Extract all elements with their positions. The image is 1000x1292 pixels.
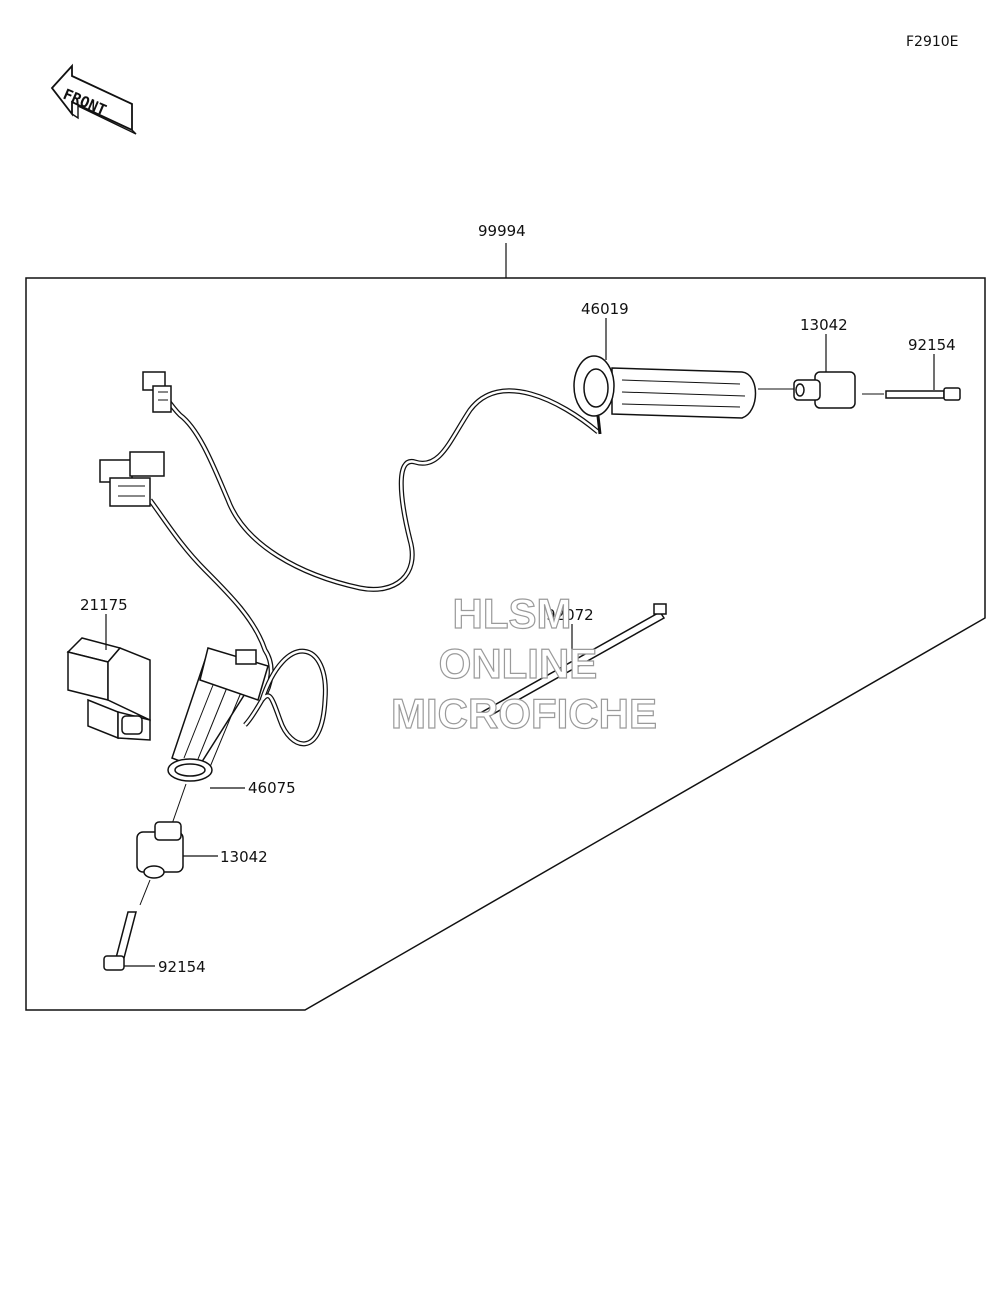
part-13042-weight-left bbox=[136, 821, 184, 879]
part-92154-bolt-left bbox=[103, 879, 151, 971]
harness-connector-double bbox=[99, 451, 165, 507]
part-46075-grip-left bbox=[167, 647, 269, 782]
label-92154-right: 92154 bbox=[908, 336, 956, 354]
label-13042-left: 13042 bbox=[220, 848, 268, 866]
part-21175-connector bbox=[66, 637, 151, 741]
label-92154-left: 92154 bbox=[158, 958, 206, 976]
part-13042-weight-right bbox=[793, 371, 856, 409]
label-21175: 21175 bbox=[80, 596, 128, 614]
label-kit: 99994 bbox=[478, 222, 526, 240]
label-92072: 92072 bbox=[546, 606, 594, 624]
watermark-line-1: HLSM bbox=[453, 590, 572, 637]
watermark-line-3: MICROFICHE bbox=[391, 690, 657, 737]
front-arrow-icon: FRONT bbox=[50, 63, 137, 135]
part-92072-cable-tie bbox=[480, 603, 667, 719]
part-92154-bolt-right bbox=[862, 387, 961, 401]
kit-frame bbox=[25, 277, 986, 1011]
wiring-harness bbox=[147, 388, 600, 747]
label-46075: 46075 bbox=[248, 779, 296, 797]
part-46019-grip-right bbox=[573, 355, 757, 435]
assembly-axis-left bbox=[171, 783, 187, 825]
label-13042-right: 13042 bbox=[800, 316, 848, 334]
label-46019: 46019 bbox=[581, 300, 629, 318]
watermark-line-2: ONLINE bbox=[439, 640, 598, 687]
figure-code: F2910E bbox=[906, 34, 959, 50]
harness-connector-small bbox=[142, 371, 172, 413]
watermark: HLSM ONLINE MICROFICHE bbox=[390, 589, 657, 737]
